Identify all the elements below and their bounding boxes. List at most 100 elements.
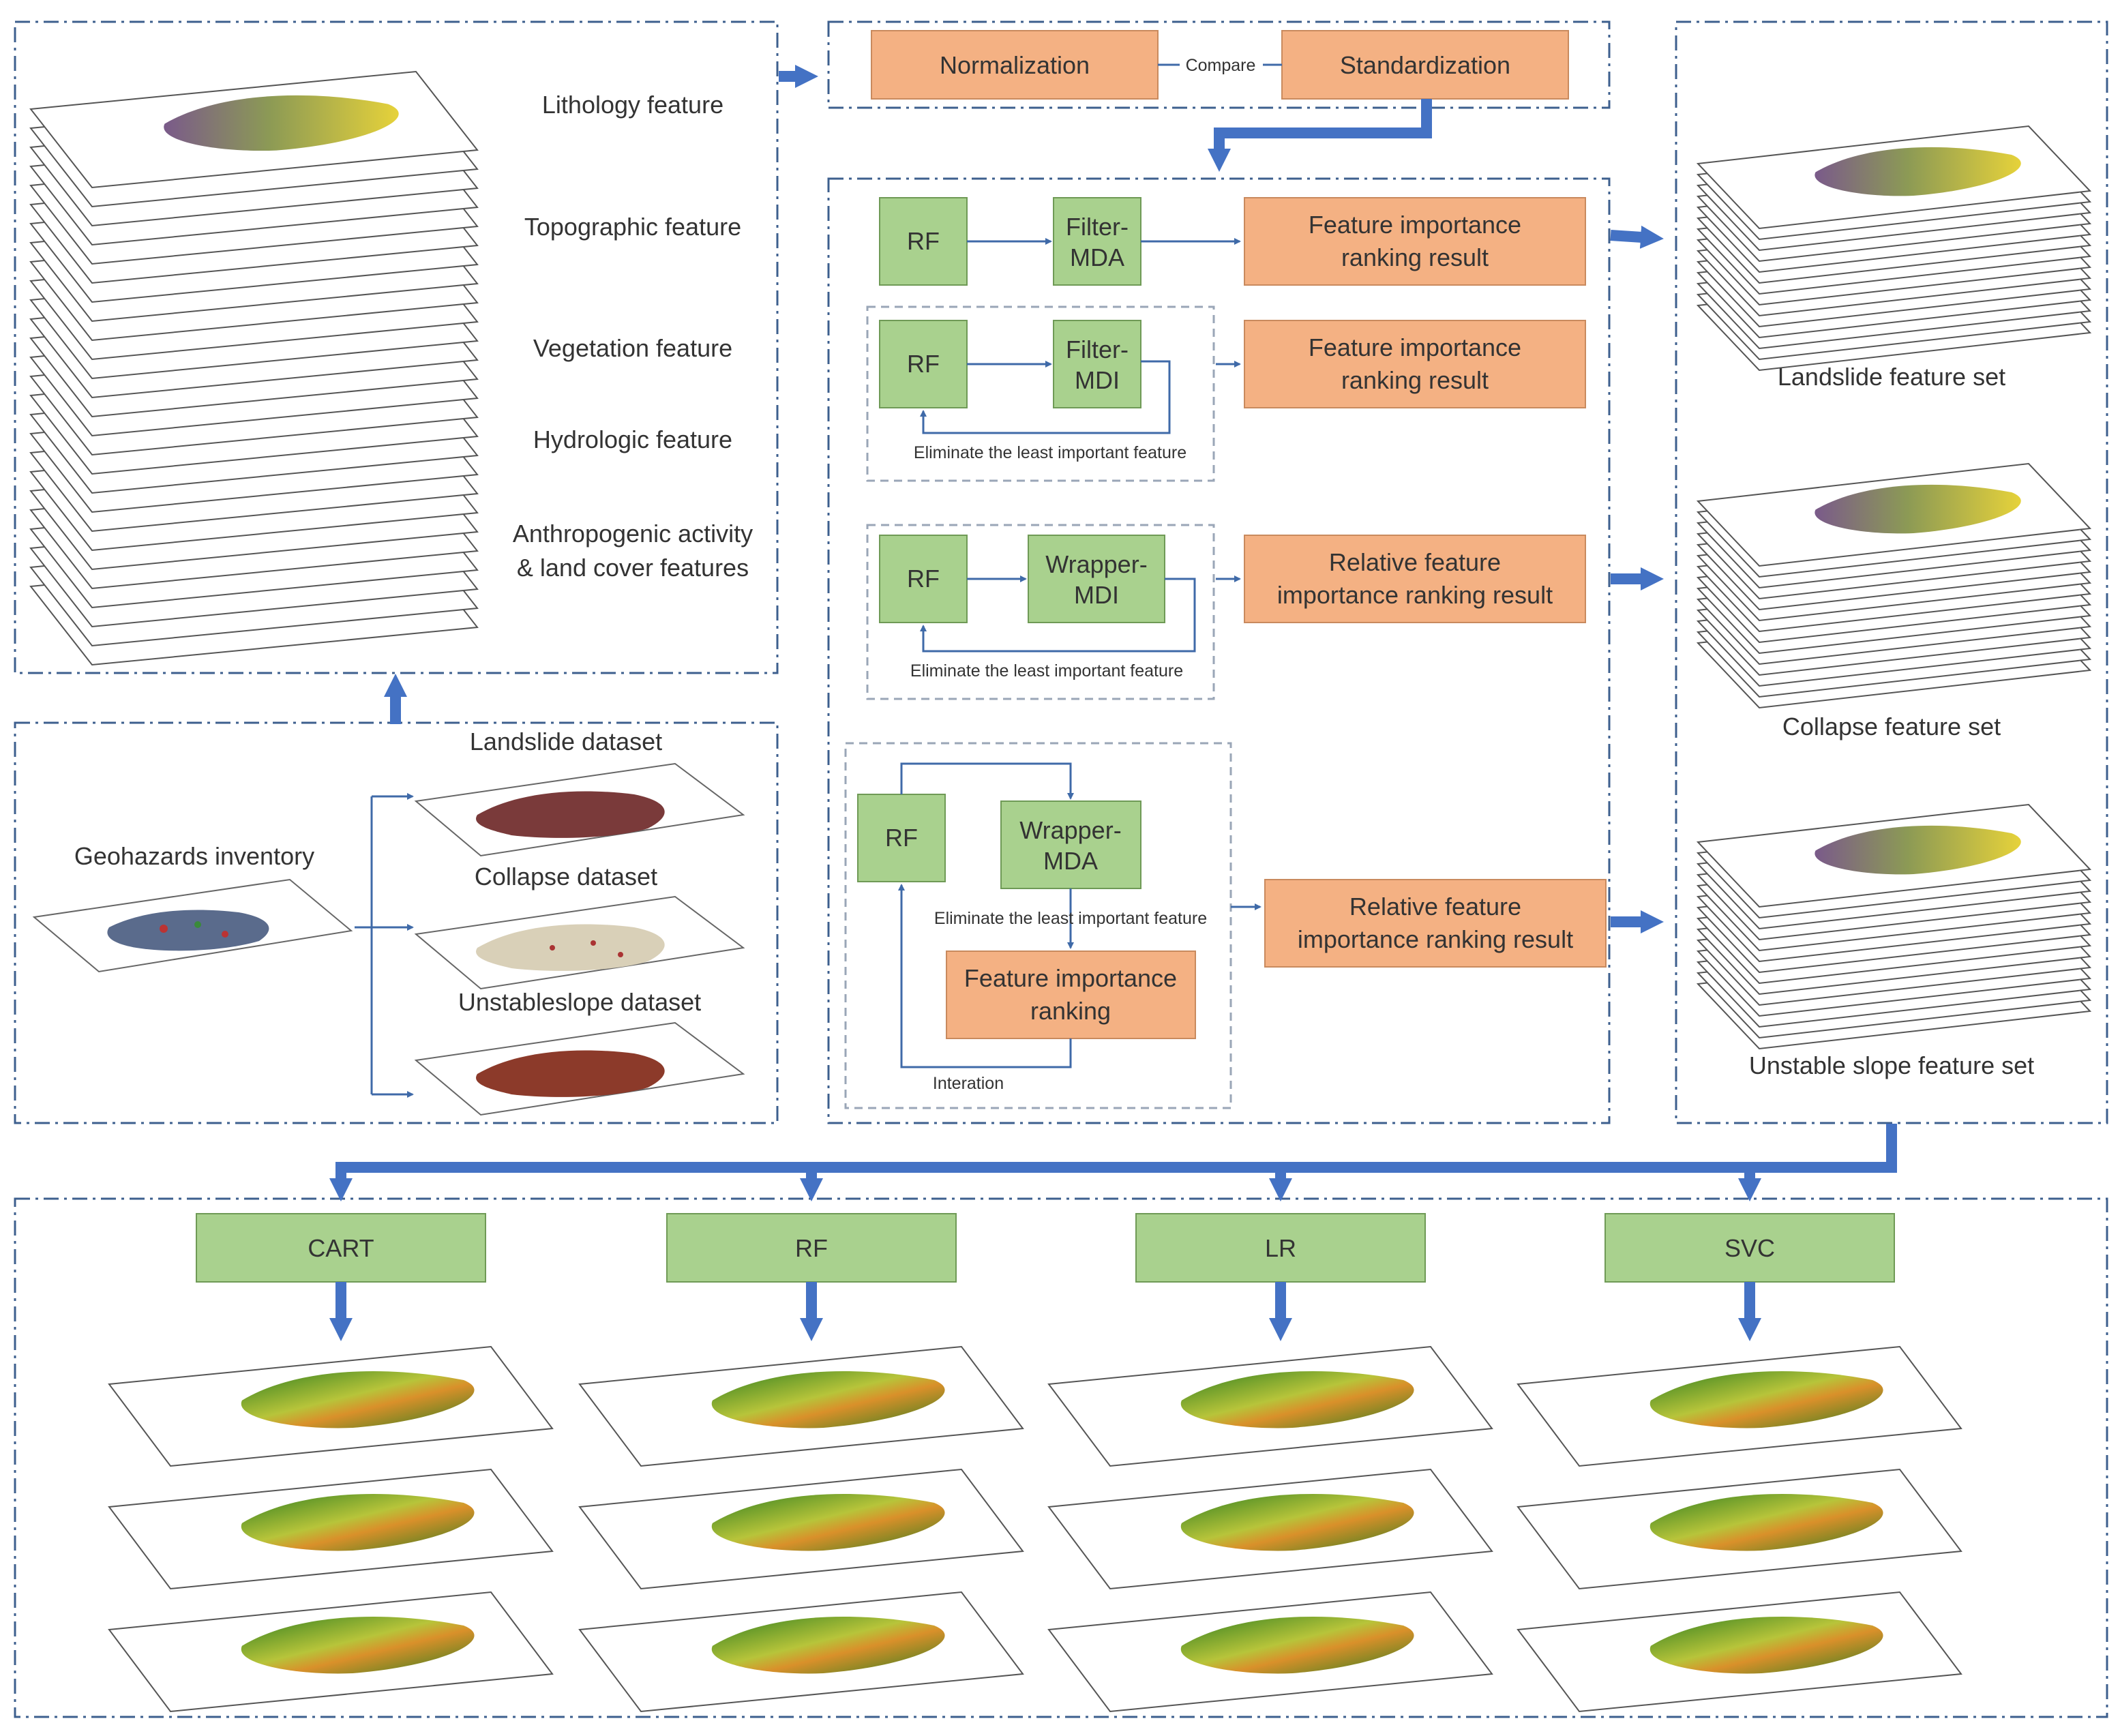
unstable-dataset-label: Unstableslope dataset xyxy=(458,988,701,1016)
filter-mda-label-2: MDA xyxy=(1070,243,1124,271)
importance-ranking-box xyxy=(946,951,1196,1039)
susceptibility-map xyxy=(578,1591,1024,1713)
wrapper-mdi-box xyxy=(1028,535,1165,623)
importance-result-2-line2: ranking result xyxy=(1341,366,1489,394)
hydrologic-label: Hydrologic feature xyxy=(533,425,732,453)
importance-result-box-1 xyxy=(1244,197,1586,286)
rf-box-1 xyxy=(879,197,968,286)
relative-result-box-2 xyxy=(1264,879,1607,968)
filter-mda-box xyxy=(1053,197,1141,286)
preprocess-frame xyxy=(827,20,1611,109)
wrapper-mda-group xyxy=(844,742,1232,1109)
importance-result-1-line2: ranking result xyxy=(1341,243,1489,271)
unstable-feature-set-label: Unstable slope feature set xyxy=(1749,1051,2034,1079)
rf-box-3 xyxy=(879,535,968,623)
vegetation-label: Vegetation feature xyxy=(533,334,732,362)
feature-set-sheet xyxy=(1696,125,2092,230)
model-label-lr: LR xyxy=(1265,1234,1296,1262)
rf-label-1: RF xyxy=(907,227,940,255)
relative-result-1-line2: importance ranking result xyxy=(1277,581,1553,609)
filter-mdi-label-1: Filter- xyxy=(1066,335,1129,363)
collapse-dataset-map xyxy=(414,895,745,990)
importance-ranking-line1: Feature importance xyxy=(964,964,1177,992)
normalization-label: Normalization xyxy=(940,51,1090,79)
relative-result-2-line2: importance ranking result xyxy=(1298,925,1573,953)
susceptibility-map xyxy=(1047,1345,1493,1467)
rf-label-4: RF xyxy=(885,824,918,852)
unstable-feature-stack xyxy=(1696,803,2092,1050)
relative-result-2-line1: Relative feature xyxy=(1349,893,1521,921)
wrapper-mdi-loop xyxy=(920,578,1196,653)
eliminate-label-2: Eliminate the least important feature xyxy=(910,661,1183,680)
feature-sets-frame xyxy=(1675,20,2108,1124)
normalization-box xyxy=(871,30,1159,100)
susceptibility-map xyxy=(1047,1591,1493,1713)
landslide-feature-stack xyxy=(1696,125,2092,372)
standardization-label: Standardization xyxy=(1340,51,1510,79)
rf-label-3: RF xyxy=(907,565,940,593)
model-box-lr xyxy=(1135,1213,1426,1283)
compare-label: Compare xyxy=(1186,56,1256,75)
feature-set-sheet xyxy=(1696,462,2092,567)
susceptibility-map xyxy=(578,1468,1024,1590)
filter-mda-label-1: Filter- xyxy=(1066,213,1129,241)
lithology-label: Lithology feature xyxy=(542,91,723,119)
wrapper-mda-label-2: MDA xyxy=(1043,847,1098,875)
model-label-svc: SVC xyxy=(1725,1234,1775,1262)
rf-box-4 xyxy=(857,794,946,882)
susceptibility-map xyxy=(1517,1591,1962,1713)
filter-mdi-box xyxy=(1053,320,1141,408)
feature-sets-to-models-line xyxy=(329,1124,1897,1201)
filter-mdi-loop xyxy=(920,360,1171,434)
landslide-feature-set-label: Landslide feature set xyxy=(1778,363,2005,391)
model-label-rf: RF xyxy=(795,1234,828,1262)
susceptibility-map xyxy=(1517,1345,1962,1467)
susceptibility-map xyxy=(108,1468,554,1590)
to-feature-sets-arrow-1 xyxy=(1610,225,1664,249)
unstable-dataset-map xyxy=(414,1021,745,1116)
preprocess-to-selection-arrow xyxy=(1208,99,1432,172)
model-box-svc xyxy=(1604,1213,1895,1283)
rf-box-2 xyxy=(879,320,968,408)
topographic-label: Topographic feature xyxy=(524,213,741,241)
eliminate-label-1: Eliminate the least important feature xyxy=(914,443,1186,462)
models-row: CART RF LR SVC xyxy=(108,1213,1962,1713)
susceptibility-map xyxy=(578,1345,1024,1467)
interation-label: Interation xyxy=(933,1074,1004,1093)
geohazards-inventory-title: Geohazards inventory xyxy=(74,842,314,870)
importance-result-2-line1: Feature importance xyxy=(1309,333,1521,361)
collapse-dataset-label: Collapse dataset xyxy=(475,863,657,891)
iteration-loop xyxy=(898,884,1072,1068)
rf-label-2: RF xyxy=(907,350,940,378)
feature-set-sheet xyxy=(1696,803,2092,908)
rf-to-wrapper-mda-arrow xyxy=(900,762,1074,800)
collapse-feature-stack xyxy=(1696,462,2092,709)
relative-result-1-line1: Relative feature xyxy=(1329,548,1501,576)
relative-result-box-1 xyxy=(1244,535,1586,623)
susceptibility-map xyxy=(108,1591,554,1713)
importance-result-1-line1: Feature importance xyxy=(1309,211,1521,239)
landslide-dataset-map xyxy=(414,762,745,857)
susceptibility-map xyxy=(1517,1468,1962,1590)
model-box-cart xyxy=(196,1213,486,1283)
models-frame xyxy=(14,1197,2108,1718)
wrapper-mdi-label-2: MDI xyxy=(1074,581,1119,609)
model-label-cart: CART xyxy=(308,1234,374,1262)
feature-layer-sheet xyxy=(29,70,479,189)
anthropogenic-label-line2: & land cover features xyxy=(517,554,749,582)
susceptibility-map xyxy=(1047,1468,1493,1590)
feature-layers-frame xyxy=(14,20,779,674)
feature-selection-frame xyxy=(827,177,1611,1124)
wrapper-mdi-label-1: Wrapper- xyxy=(1045,550,1147,578)
wrapper-mda-label-1: Wrapper- xyxy=(1019,816,1121,844)
susceptibility-map xyxy=(108,1345,554,1467)
feature-layer-stack xyxy=(29,70,479,666)
wrapper-mda-box xyxy=(1000,800,1141,889)
importance-ranking-line2: ranking xyxy=(1030,997,1111,1025)
importance-result-box-2 xyxy=(1244,320,1586,408)
eliminate-label-3: Eliminate the least important feature xyxy=(934,909,1207,928)
anthropogenic-label-line1: Anthropogenic activity xyxy=(513,520,753,548)
inventory-map xyxy=(32,878,353,973)
filter-mdi-label-2: MDI xyxy=(1075,366,1120,394)
